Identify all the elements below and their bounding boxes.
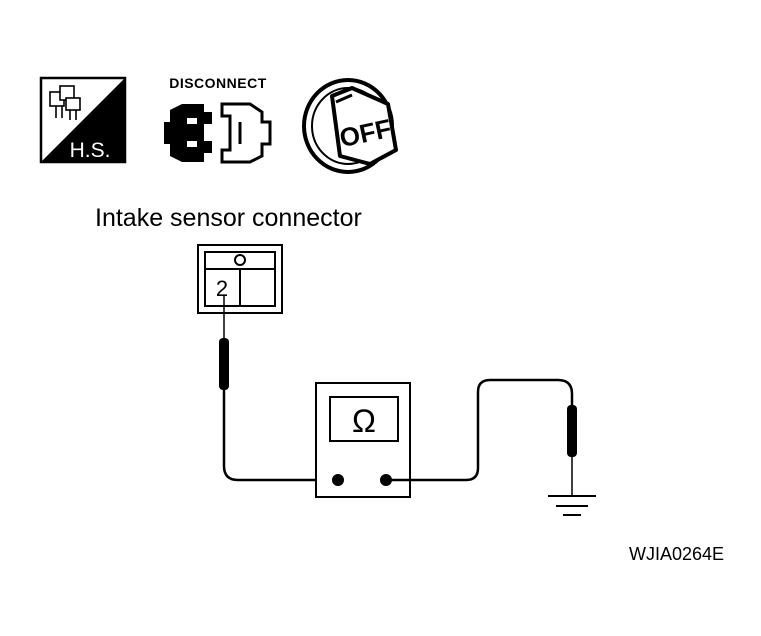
harness-symbol-label: H.S. — [70, 139, 111, 162]
disconnect-label: DISCONNECT — [169, 75, 267, 91]
connector-title: Intake sensor connector — [95, 204, 362, 232]
positive-probe-lead — [219, 296, 338, 482]
ohmmeter: Ω — [315, 382, 411, 498]
ignition-key-off-icon: OFF — [302, 78, 398, 174]
wiring-harness-icon: H.S. — [39, 76, 127, 164]
terminal-number: 2 — [216, 276, 228, 301]
intake-sensor-connector: 2 — [197, 244, 283, 314]
ground-icon — [548, 495, 596, 516]
figure-id: WJIA0264E — [629, 544, 724, 564]
ohmmeter-icon: Ω — [352, 403, 376, 439]
negative-probe-lead — [386, 378, 577, 496]
disconnect-connector-icon: DISCONNECT — [164, 75, 272, 164]
